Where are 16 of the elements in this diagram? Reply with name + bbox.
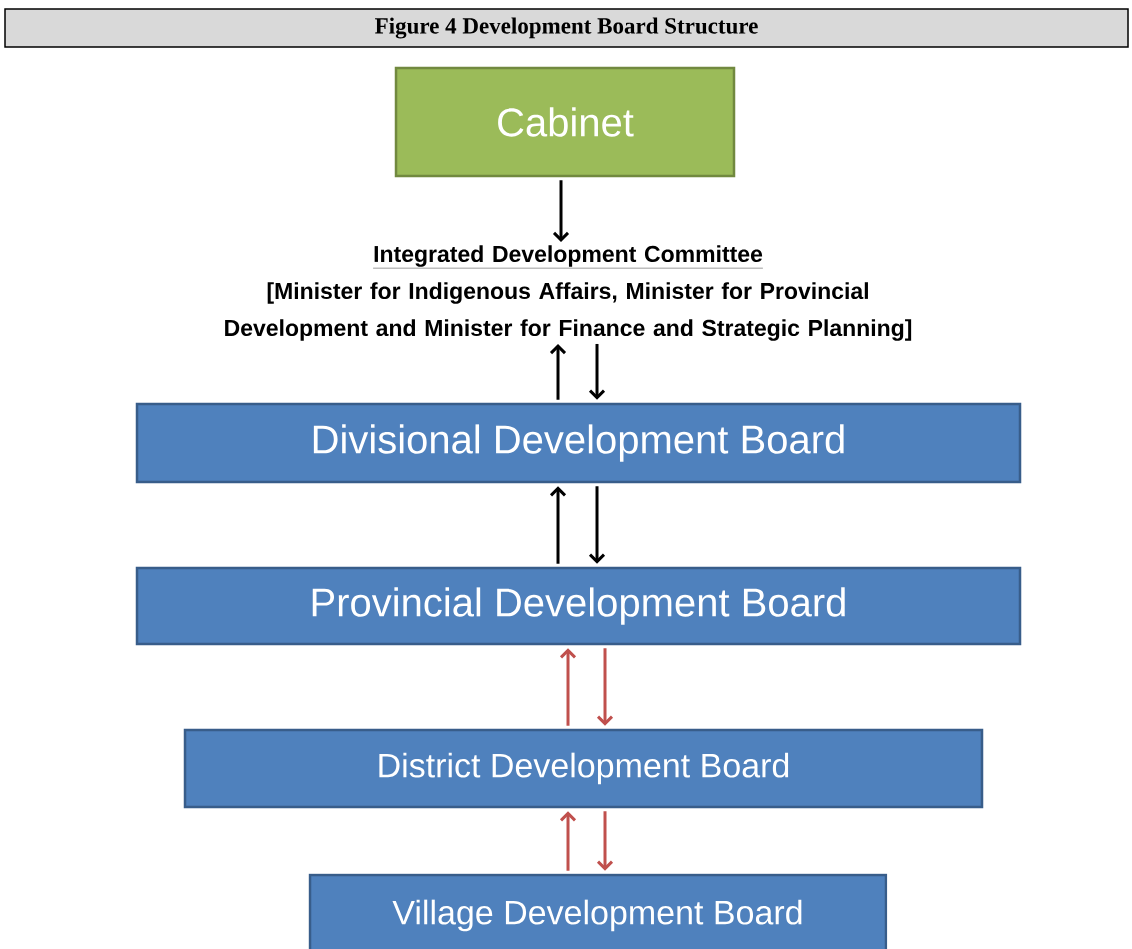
board-box: Cabinet bbox=[394, 66, 736, 178]
board-box: Divisional Development Board bbox=[135, 402, 1022, 484]
arrow bbox=[549, 486, 567, 564]
arrow bbox=[559, 648, 577, 726]
board-box: Provincial Development Board bbox=[135, 566, 1022, 646]
board-box: Village Development Board bbox=[308, 873, 888, 949]
arrow bbox=[588, 486, 606, 564]
committee-text: Integrated Development Committee [Minister for Indigenous Affairs, Minister for Provincial Development and Minister for Finance and Strategic Planning] bbox=[225, 245, 912, 341]
arrow bbox=[596, 811, 614, 871]
arrow bbox=[596, 648, 614, 726]
arrow bbox=[549, 343, 567, 400]
board-box: District Development Board bbox=[183, 728, 984, 809]
arrow bbox=[559, 811, 577, 871]
title-band: Figure 4 Development Board Structure bbox=[4, 8, 1129, 48]
arrow bbox=[552, 180, 570, 243]
arrow bbox=[588, 343, 606, 400]
